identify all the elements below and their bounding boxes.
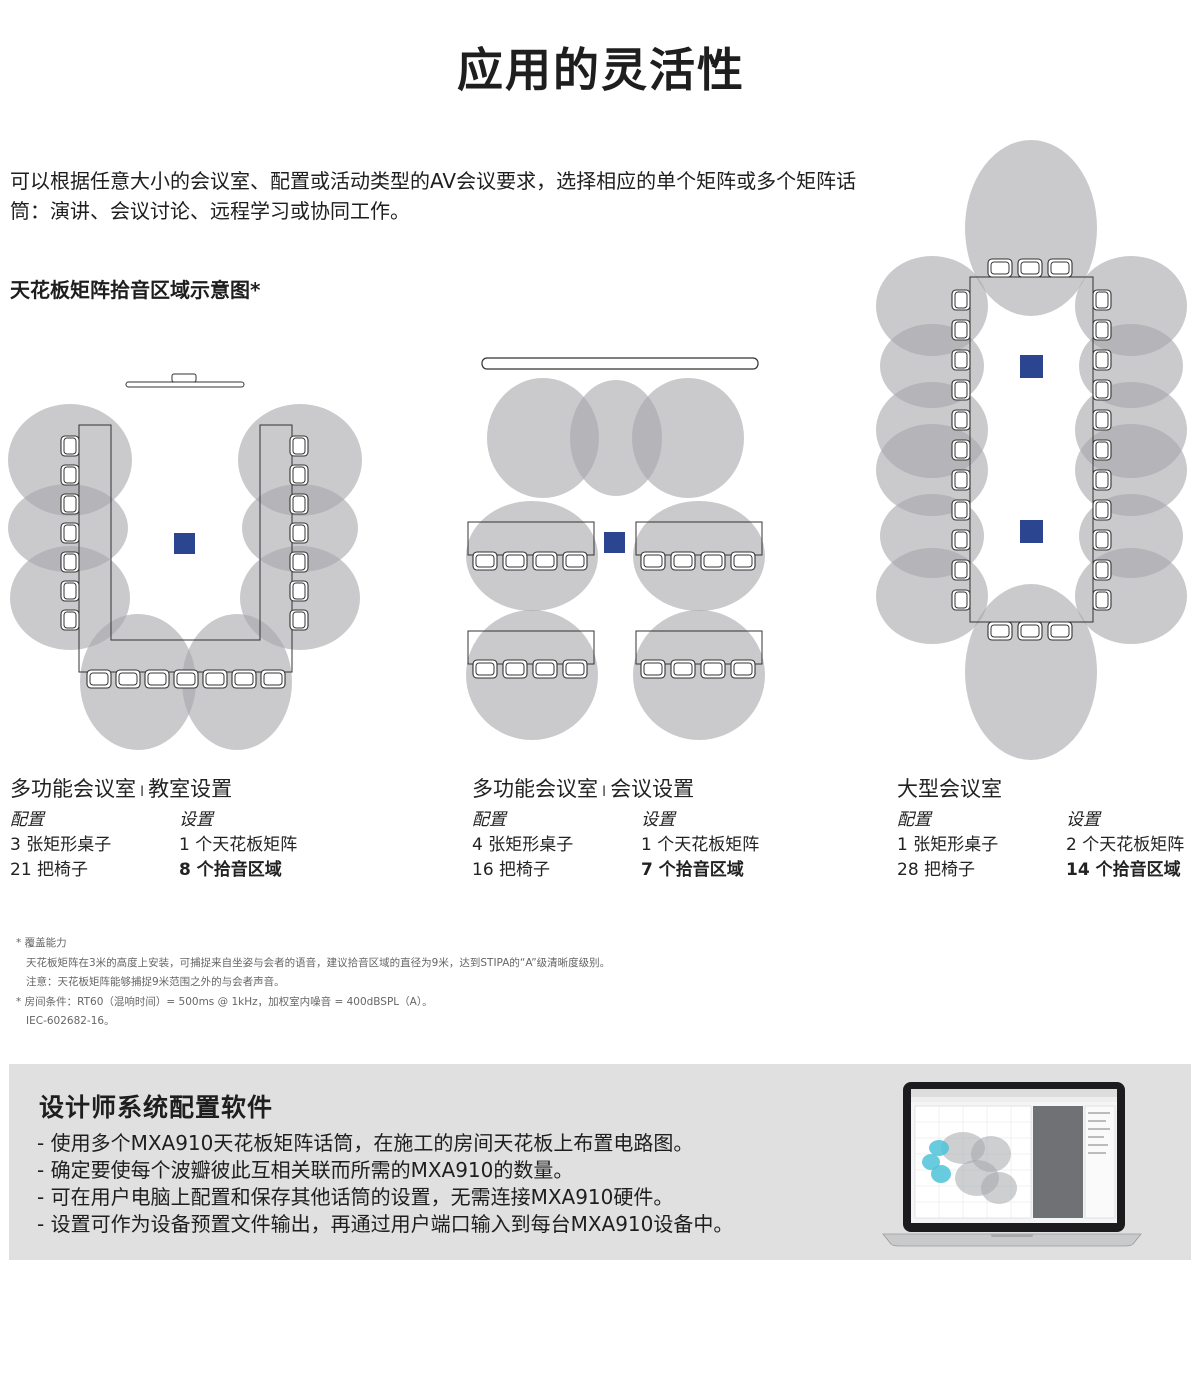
classroom-chairs-right xyxy=(289,435,309,631)
coverage-title: * 覆盖能力 xyxy=(16,937,67,949)
software-feature-list: - 使用多个MXA910天花板矩阵话筒，在施工的房间天花板上布置电路图。 - 确… xyxy=(37,1130,733,1238)
config-tables: 1 张矩形桌子 xyxy=(897,835,999,855)
footnotes: * 覆盖能力 天花板矩阵在3米的高度上安装，可捕捉来自坐姿与会者的语音，建议拾音… xyxy=(16,934,610,1032)
coverage-text: 天花板矩阵在3米的高度上安装，可捕捉来自坐姿与会者的语音，建议拾音区域的直径为9… xyxy=(26,956,611,969)
config-chairs: 21 把椅子 xyxy=(10,860,89,880)
setup-label: 设置 xyxy=(641,810,675,830)
config-label: 配置 xyxy=(472,810,506,830)
software-section: 设计师系统配置软件 - 使用多个MXA910天花板矩阵话筒，在施工的房间天花板上… xyxy=(9,1064,1191,1260)
layout-meeting-diagram xyxy=(466,357,765,740)
setup-arrays: 2 个天花板矩阵 xyxy=(1066,835,1185,855)
setup-label: 设置 xyxy=(1066,810,1100,830)
classroom-chairs-bottom xyxy=(86,669,286,689)
list-item: - 使用多个MXA910天花板矩阵话筒，在施工的房间天花板上布置电路图。 xyxy=(37,1131,694,1155)
config-column: 配置 3 张矩形桌子 21 把椅子 xyxy=(10,808,111,883)
page-title: 应用的灵活性 xyxy=(457,43,745,97)
ceiling-array-icon xyxy=(174,533,195,554)
config-chairs: 28 把椅子 xyxy=(897,860,976,880)
setup-label: 设置 xyxy=(179,810,213,830)
layout-caption-boardroom: 大型会议室 配置 1 张矩形桌子 28 把椅子 设置 2 个天花板矩阵 14 个… xyxy=(897,774,1197,894)
config-column: 配置 4 张矩形桌子 16 把椅子 xyxy=(472,808,573,883)
room-conditions: * 房间条件：RT60（混响时间）= 500ms @ 1kHz，加权室内噪音 =… xyxy=(16,995,433,1008)
coverage-diagrams xyxy=(8,140,1187,760)
config-tables: 3 张矩形桌子 xyxy=(10,835,112,855)
config-column: 配置 1 张矩形桌子 28 把椅子 xyxy=(897,808,998,883)
coverage-note: 注意：天花板矩阵能够捕捉9米范围之外的与会者声音。 xyxy=(26,976,285,988)
setup-zones: 8 个拾音区域 xyxy=(179,860,282,880)
layout-title: 大型会议室 xyxy=(897,777,1002,801)
layout-classroom-diagram xyxy=(8,373,362,750)
setup-arrays: 1 个天花板矩阵 xyxy=(179,835,298,855)
config-label: 配置 xyxy=(897,810,931,830)
setup-column: 设置 2 个天花板矩阵 14 个拾音区域 xyxy=(1066,808,1184,883)
standard-ref: IEC-602682-16。 xyxy=(26,1015,115,1027)
laptop-image xyxy=(882,1082,1142,1247)
ceiling-array-icon xyxy=(604,532,625,553)
list-item: - 设置可作为设备预置文件输出，再通过用户端口输入到每台MXA910设备中。 xyxy=(37,1212,734,1236)
config-tables: 4 张矩形桌子 xyxy=(472,835,574,855)
config-label: 配置 xyxy=(10,810,44,830)
setup-column: 设置 1 个天花板矩阵 7 个拾音区域 xyxy=(641,808,759,883)
setup-zones: 7 个拾音区域 xyxy=(641,860,744,880)
classroom-chairs-left xyxy=(60,435,80,631)
diagram-heading: 天花板矩阵拾音区域示意图* xyxy=(10,278,261,302)
setup-column: 设置 1 个天花板矩阵 8 个拾音区域 xyxy=(179,808,297,883)
setup-arrays: 1 个天花板矩阵 xyxy=(641,835,760,855)
intro-text: 可以根据任意大小的会议室、配置或活动类型的AV会议要求，选择相应的单个矩阵或多个… xyxy=(10,169,857,223)
layout-boardroom-diagram xyxy=(876,140,1187,760)
list-item: - 可在用户电脑上配置和保存其他话筒的设置，无需连接MXA910硬件。 xyxy=(37,1185,674,1209)
setup-zones: 14 个拾音区域 xyxy=(1066,860,1181,880)
list-item: - 确定要使每个波瓣彼此互相关联而所需的MXA910的数量。 xyxy=(37,1158,574,1182)
ceiling-array-icon xyxy=(1020,520,1043,543)
ceiling-array-icon xyxy=(1020,355,1043,378)
config-chairs: 16 把椅子 xyxy=(472,860,551,880)
software-title: 设计师系统配置软件 xyxy=(39,1093,274,1122)
